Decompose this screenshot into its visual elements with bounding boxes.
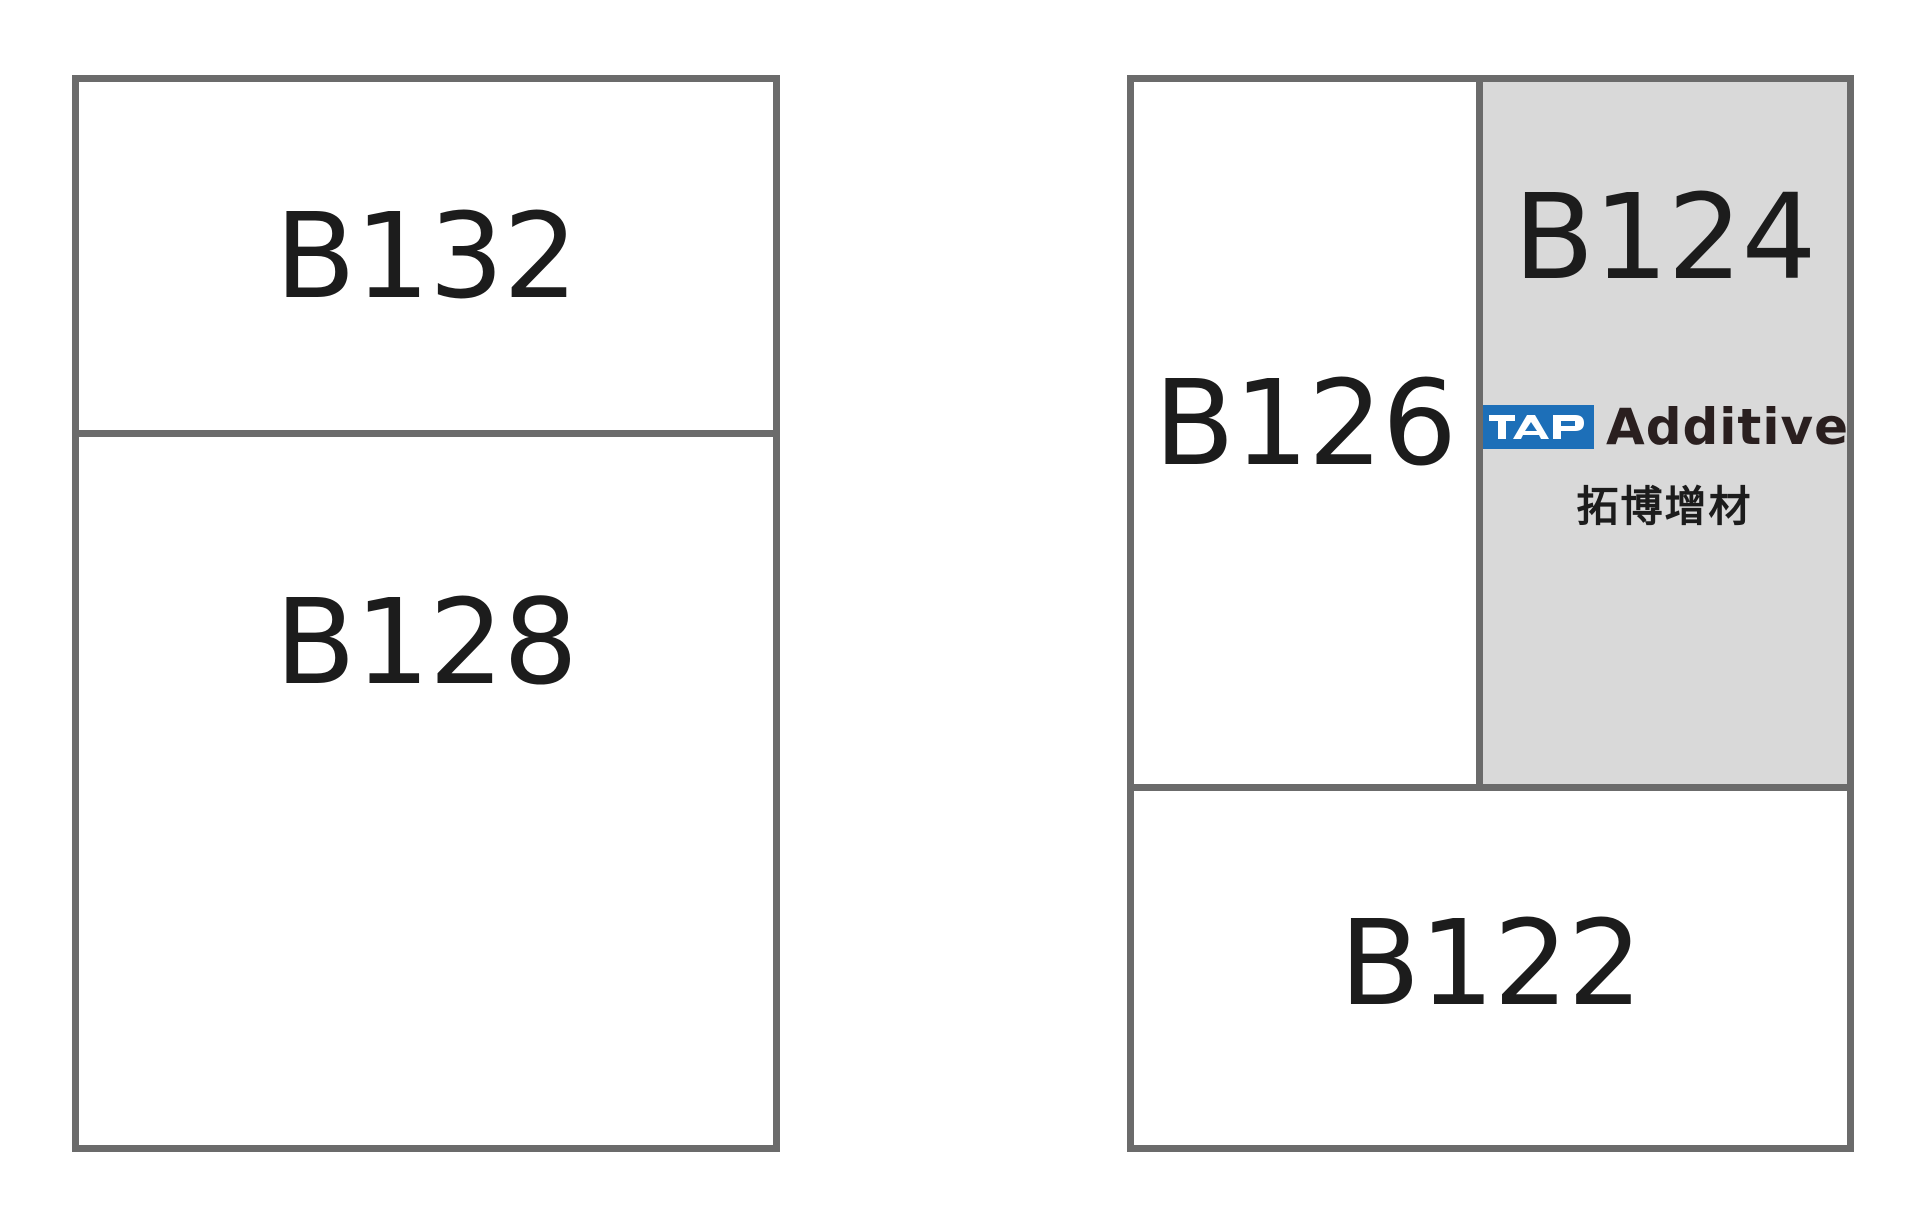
exhibitor-tap-additive[interactable]: Additive 拓博增材 [1480,402,1849,531]
tap-logo-mark-icon [1489,415,1585,439]
exhibitor-logo-row: Additive [1480,402,1849,452]
booth-b122-label: B122 [1339,894,1642,1032]
booth-b132[interactable]: B132 [79,82,773,430]
exhibitor-name-cn: 拓博增材 [1576,482,1753,531]
booth-b126[interactable]: B126 [1134,82,1476,784]
right-block-horizontal-divider [1127,784,1854,791]
booth-b122[interactable]: B122 [1134,791,1847,1145]
booth-b124-label-wrap: B124 [1482,178,1847,296]
booth-b128-label: B128 [274,573,578,711]
right-block-vertical-divider [1476,75,1483,787]
left-block-outline [72,75,780,1152]
exhibitor-name: Additive [1606,398,1849,456]
booth-b126-label: B126 [1153,354,1457,492]
booth-b124[interactable]: B124 [1480,82,1849,784]
left-block-divider [72,430,780,437]
right-block-outline [1127,75,1854,1152]
booth-b124-label: B124 [1513,168,1816,306]
booth-b124-content: B124 [1480,82,1849,784]
booth-b132-label: B132 [274,187,578,325]
booth-b128[interactable]: B128 [79,437,773,847]
tap-logo-icon [1480,405,1595,449]
